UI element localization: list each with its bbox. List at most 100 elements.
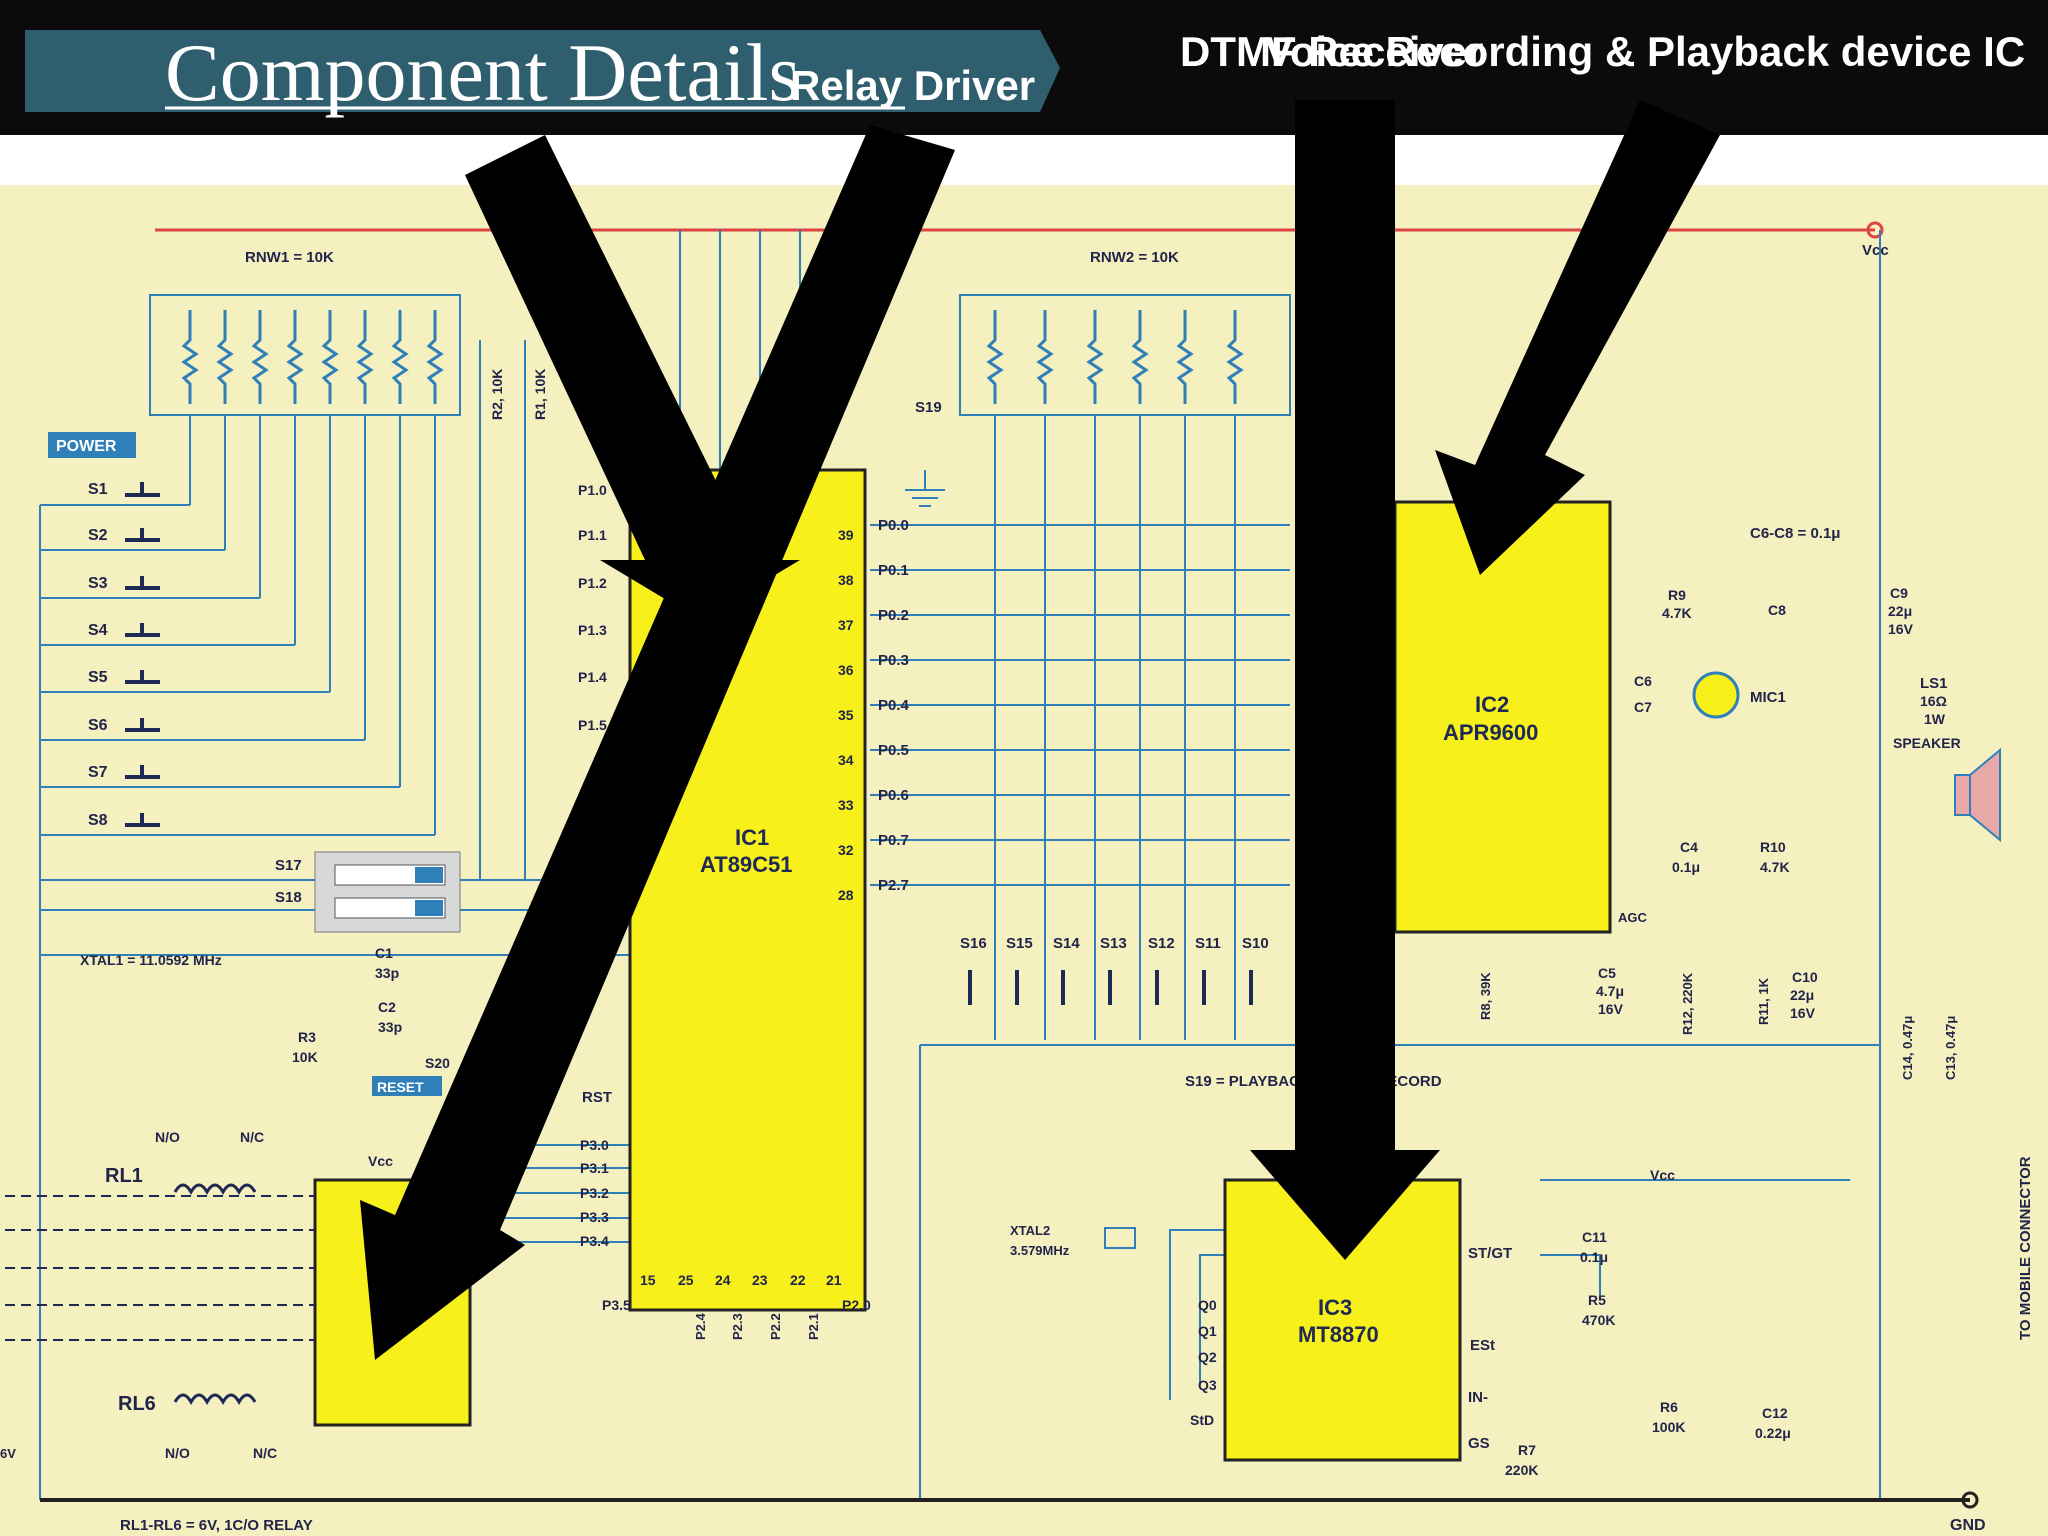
ic1-pin-21: 21 <box>826 1272 842 1288</box>
gnd-label: GND <box>1950 1517 1986 1534</box>
c9-voltage: 16V <box>1888 621 1914 637</box>
switch-s13: S13 <box>1100 935 1127 952</box>
c10-voltage: 16V <box>1790 1005 1816 1021</box>
r5-value: 470K <box>1582 1312 1615 1328</box>
r10-label: R10 <box>1760 839 1786 855</box>
resistor-network-2: RNW2 = 10K <box>959 249 1291 416</box>
callout-relay-driver: Relay Driver <box>790 62 1035 109</box>
p0-7: P0.7 <box>878 832 909 849</box>
ic1-pin-23: 23 <box>752 1272 768 1288</box>
gs-label: GS <box>1468 1435 1490 1452</box>
c2-value: 33p <box>378 1019 402 1035</box>
r3-label: R3 <box>298 1029 316 1045</box>
c6-label: C6 <box>1634 673 1652 689</box>
p2-3: P2.3 <box>730 1313 745 1340</box>
bus-wires <box>39 230 1881 1500</box>
r2-label: R2, 10K <box>489 369 505 420</box>
switch-s16: S16 <box>960 935 987 952</box>
p0-4: P0.4 <box>878 697 910 714</box>
vcc-label-driver: Vcc <box>368 1153 393 1169</box>
p2-7: P2.7 <box>878 877 909 894</box>
c6c8-label: C6-C8 = 0.1μ <box>1750 525 1840 542</box>
p1-5: P1.5 <box>578 717 607 733</box>
xtal2-symbol <box>1104 1227 1136 1249</box>
p3-0: P3.0 <box>580 1137 609 1153</box>
ic1-pin-28: 28 <box>838 887 854 903</box>
rnw2-label: RNW2 = 10K <box>1090 249 1179 266</box>
c12-label: C12 <box>1762 1405 1788 1421</box>
p3-2: P3.2 <box>580 1185 609 1201</box>
p3-5: P3.5 <box>602 1297 631 1313</box>
ic2-part: APR9600 <box>1443 720 1538 745</box>
switch-s11: S11 <box>1195 935 1221 952</box>
xtal1-label: XTAL1 = 11.0592 MHz <box>80 952 222 968</box>
c2-label: C2 <box>378 999 396 1015</box>
switch-s1: S1 <box>88 481 108 498</box>
c5-label: C5 <box>1598 965 1616 981</box>
ic2-name: IC2 <box>1475 692 1509 717</box>
r8-label: R8, 39K <box>1478 972 1493 1020</box>
ic1-pin-38: 38 <box>838 572 854 588</box>
r7-label: R7 <box>1518 1442 1536 1458</box>
mobile-connector-label: TO MOBILE CONNECTOR <box>2017 1156 2034 1340</box>
vcc-label-ic3: Vcc <box>1650 1167 1675 1183</box>
ls1-label: LS1 <box>1920 675 1948 692</box>
q0-label: Q0 <box>1198 1297 1217 1313</box>
ic1-part: AT89C51 <box>700 852 793 877</box>
r6-value: 100K <box>1652 1419 1685 1435</box>
xtal2-label: XTAL2 <box>1010 1223 1050 1238</box>
c9-value: 22μ <box>1888 603 1912 619</box>
ic1-pin-37: 37 <box>838 617 854 633</box>
c8-label: C8 <box>1768 602 1786 618</box>
c1-value: 33p <box>375 965 399 981</box>
arrow-to-relay-driver <box>360 125 955 1360</box>
rl1-no: N/O <box>155 1129 180 1145</box>
c11-value: 0.1μ <box>1580 1249 1608 1265</box>
switch-s15: S15 <box>1006 935 1033 952</box>
ic1-pin-33: 33 <box>838 797 854 813</box>
r9-label: R9 <box>1668 587 1686 603</box>
ic1-pin-34: 34 <box>838 752 854 768</box>
s20-label: S20 <box>425 1055 450 1071</box>
rl6-label: RL6 <box>118 1393 156 1415</box>
switch-s2: S2 <box>88 527 108 544</box>
q1-label: Q1 <box>1198 1323 1217 1339</box>
c9-label: C9 <box>1890 585 1908 601</box>
q2-label: Q2 <box>1198 1349 1217 1365</box>
ic1-pin-32: 32 <box>838 842 854 858</box>
switch-s10: S10 <box>1242 935 1269 952</box>
switch-s3: S3 <box>88 575 108 592</box>
rnw1-label: RNW1 = 10K <box>245 249 334 266</box>
c11-label: C11 <box>1582 1229 1607 1245</box>
rst-label: RST <box>582 1089 612 1106</box>
ic3-part: MT8870 <box>1298 1322 1379 1347</box>
p2-4: P2.4 <box>693 1312 708 1340</box>
c12-value: 0.22μ <box>1755 1425 1791 1441</box>
p2-1: P2.1 <box>806 1313 821 1340</box>
q3-label: Q3 <box>1198 1377 1217 1393</box>
c10-value: 22μ <box>1790 987 1814 1003</box>
s17-label: S17 <box>275 857 302 874</box>
c1-label: C1 <box>375 945 393 961</box>
p1-0: P1.0 <box>578 482 607 498</box>
switch-s5: S5 <box>88 669 108 686</box>
callout-dtmf-receiver: DTMF Receiver <box>1180 28 1483 75</box>
reset-label: RESET <box>377 1079 424 1095</box>
p0-1: P0.1 <box>878 562 909 579</box>
s18-label: S18 <box>275 889 302 906</box>
r10-value: 4.7K <box>1760 859 1790 875</box>
c4-label: C4 <box>1680 839 1698 855</box>
ic3-name: IC3 <box>1318 1295 1352 1320</box>
switch-s8: S8 <box>88 812 108 829</box>
stgt-label: ST/GT <box>1468 1245 1512 1262</box>
p1-4: P1.4 <box>578 669 607 685</box>
switch-s12: S12 <box>1148 935 1175 952</box>
rl1-coil <box>173 1183 257 1196</box>
six-volt-label: 6V <box>0 1446 16 1461</box>
dip-switch-s17-s18 <box>314 851 461 933</box>
rl1-nc: N/C <box>240 1129 264 1145</box>
std-label: StD <box>1190 1412 1214 1428</box>
rl6-coil <box>173 1393 257 1406</box>
ic1-pin-22: 22 <box>790 1272 806 1288</box>
switch-column: S1 S2 S3 S4 S5 S6 S7 S8 <box>88 481 160 829</box>
